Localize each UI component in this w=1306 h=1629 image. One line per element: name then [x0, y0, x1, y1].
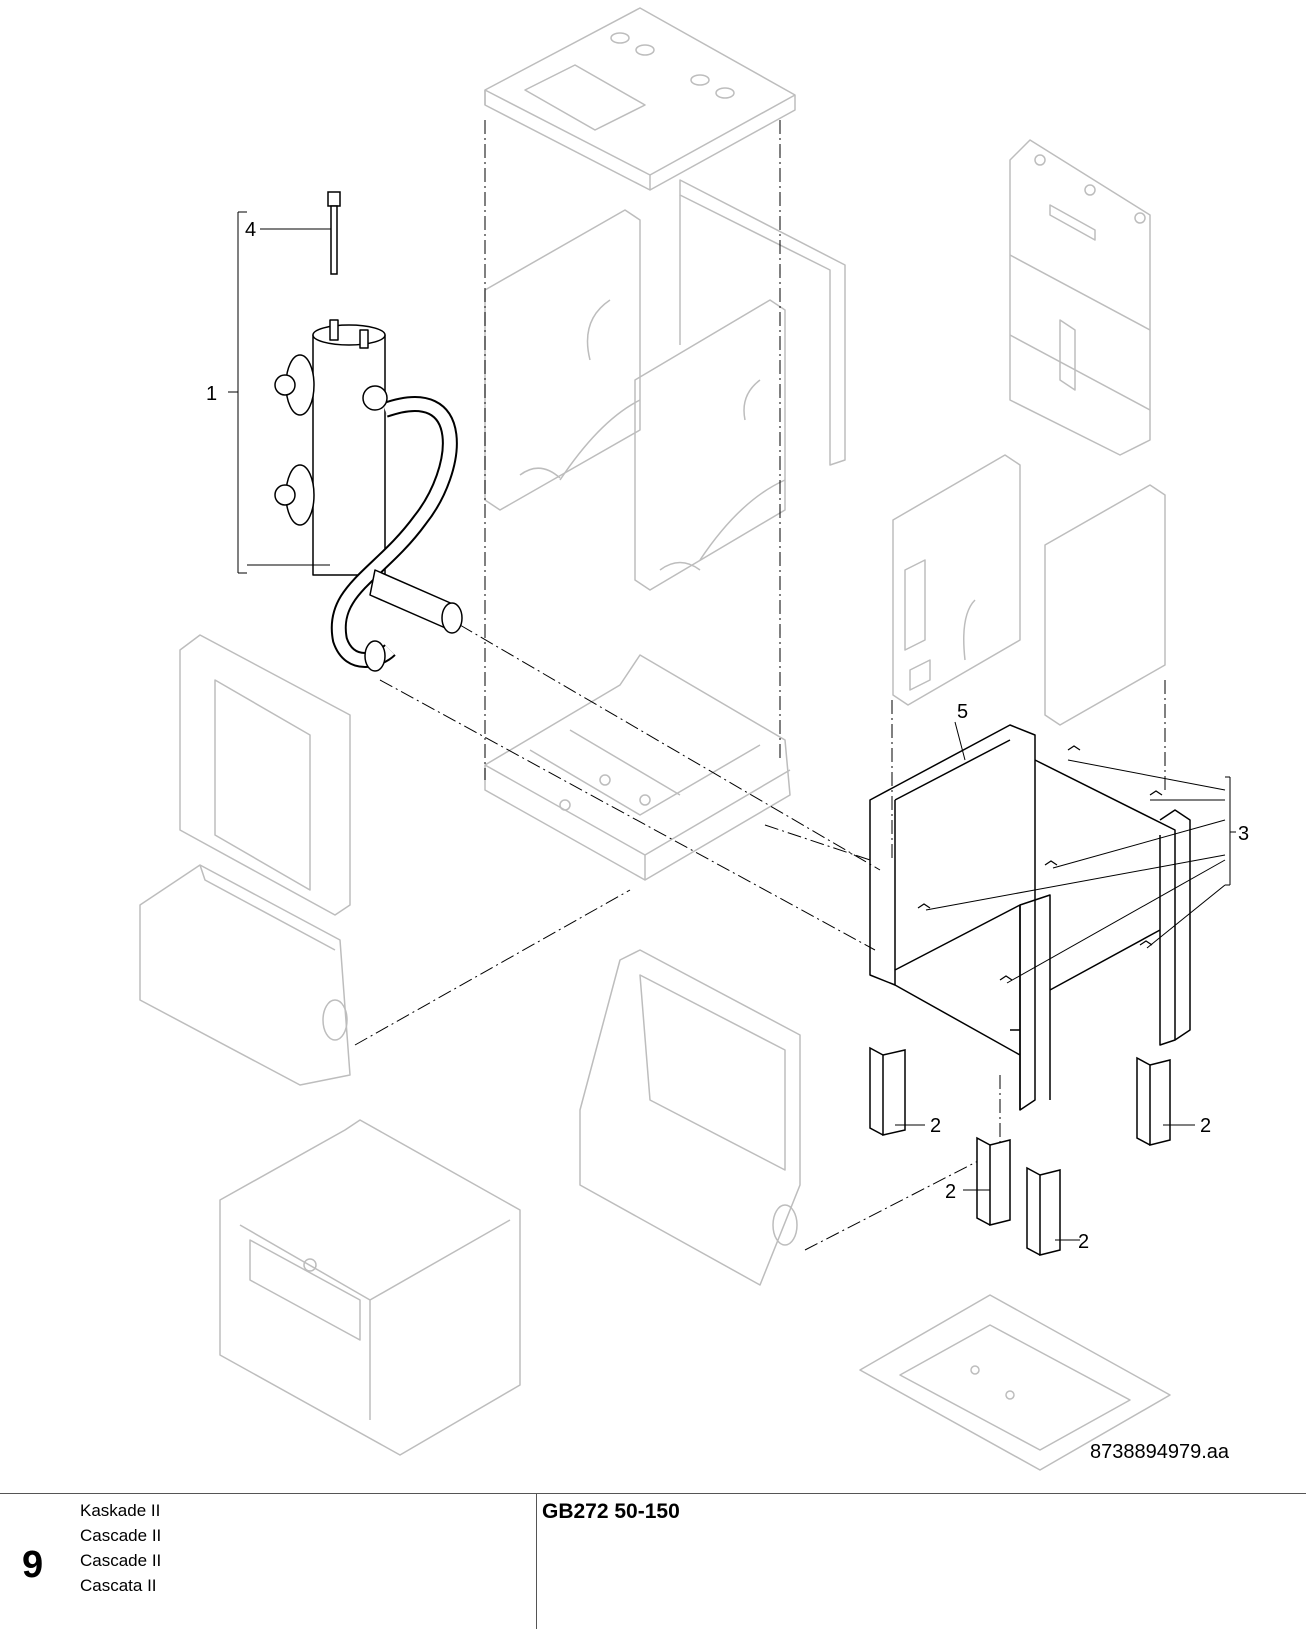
callout-2-c: 2 — [945, 1181, 956, 1203]
footer-divider — [536, 1494, 537, 1629]
title-german: Kaskade II — [80, 1501, 161, 1520]
middle-back-panel — [679, 179, 846, 466]
leg-sleeves — [869, 1046, 1171, 1256]
front-frame-panel — [179, 634, 351, 916]
document-number: 8738894979.aa — [1090, 1441, 1230, 1463]
callout-4: 4 — [245, 219, 256, 241]
left-side-panel — [484, 209, 641, 511]
support-frame — [869, 724, 1191, 1111]
clips — [917, 745, 1163, 981]
callout-5: 5 — [957, 701, 968, 723]
title-italian: Cascata II — [80, 1576, 157, 1595]
hydraulic-separator — [274, 319, 463, 672]
right-side-panel-b — [1044, 484, 1166, 726]
exploded-view-drawing: 4 1 5 3 2 2 2 2 8738894979.aa — [139, 7, 1249, 1471]
callout-2-a: 2 — [930, 1115, 941, 1137]
base-tray — [484, 654, 791, 881]
lower-cover-center — [579, 949, 801, 1286]
middle-front-panel — [634, 299, 786, 591]
callout-3: 3 — [1238, 823, 1249, 845]
front-bottom-cover — [219, 1119, 521, 1456]
model-name: GB272 50-150 — [542, 1500, 680, 1523]
section-titles: Kaskade II Cascade II Cascade II Cascata… — [80, 1498, 161, 1598]
callout-2-d: 2 — [1078, 1231, 1089, 1253]
floor-plate — [859, 1294, 1171, 1471]
callout-1: 1 — [206, 383, 217, 405]
title-english: Cascade II — [80, 1526, 162, 1545]
lower-cover-left — [139, 864, 351, 1086]
top-cover-plate — [484, 7, 796, 191]
right-side-panel-a — [892, 454, 1021, 706]
callout-2-b: 2 — [1200, 1115, 1211, 1137]
right-rear-panel — [1009, 139, 1151, 456]
page-number: 9 — [22, 1544, 44, 1586]
title-french: Cascade II — [80, 1551, 162, 1570]
page-footer: 9 Kaskade II Cascade II Cascade II Casca… — [0, 1493, 1306, 1629]
bolt — [327, 191, 341, 275]
